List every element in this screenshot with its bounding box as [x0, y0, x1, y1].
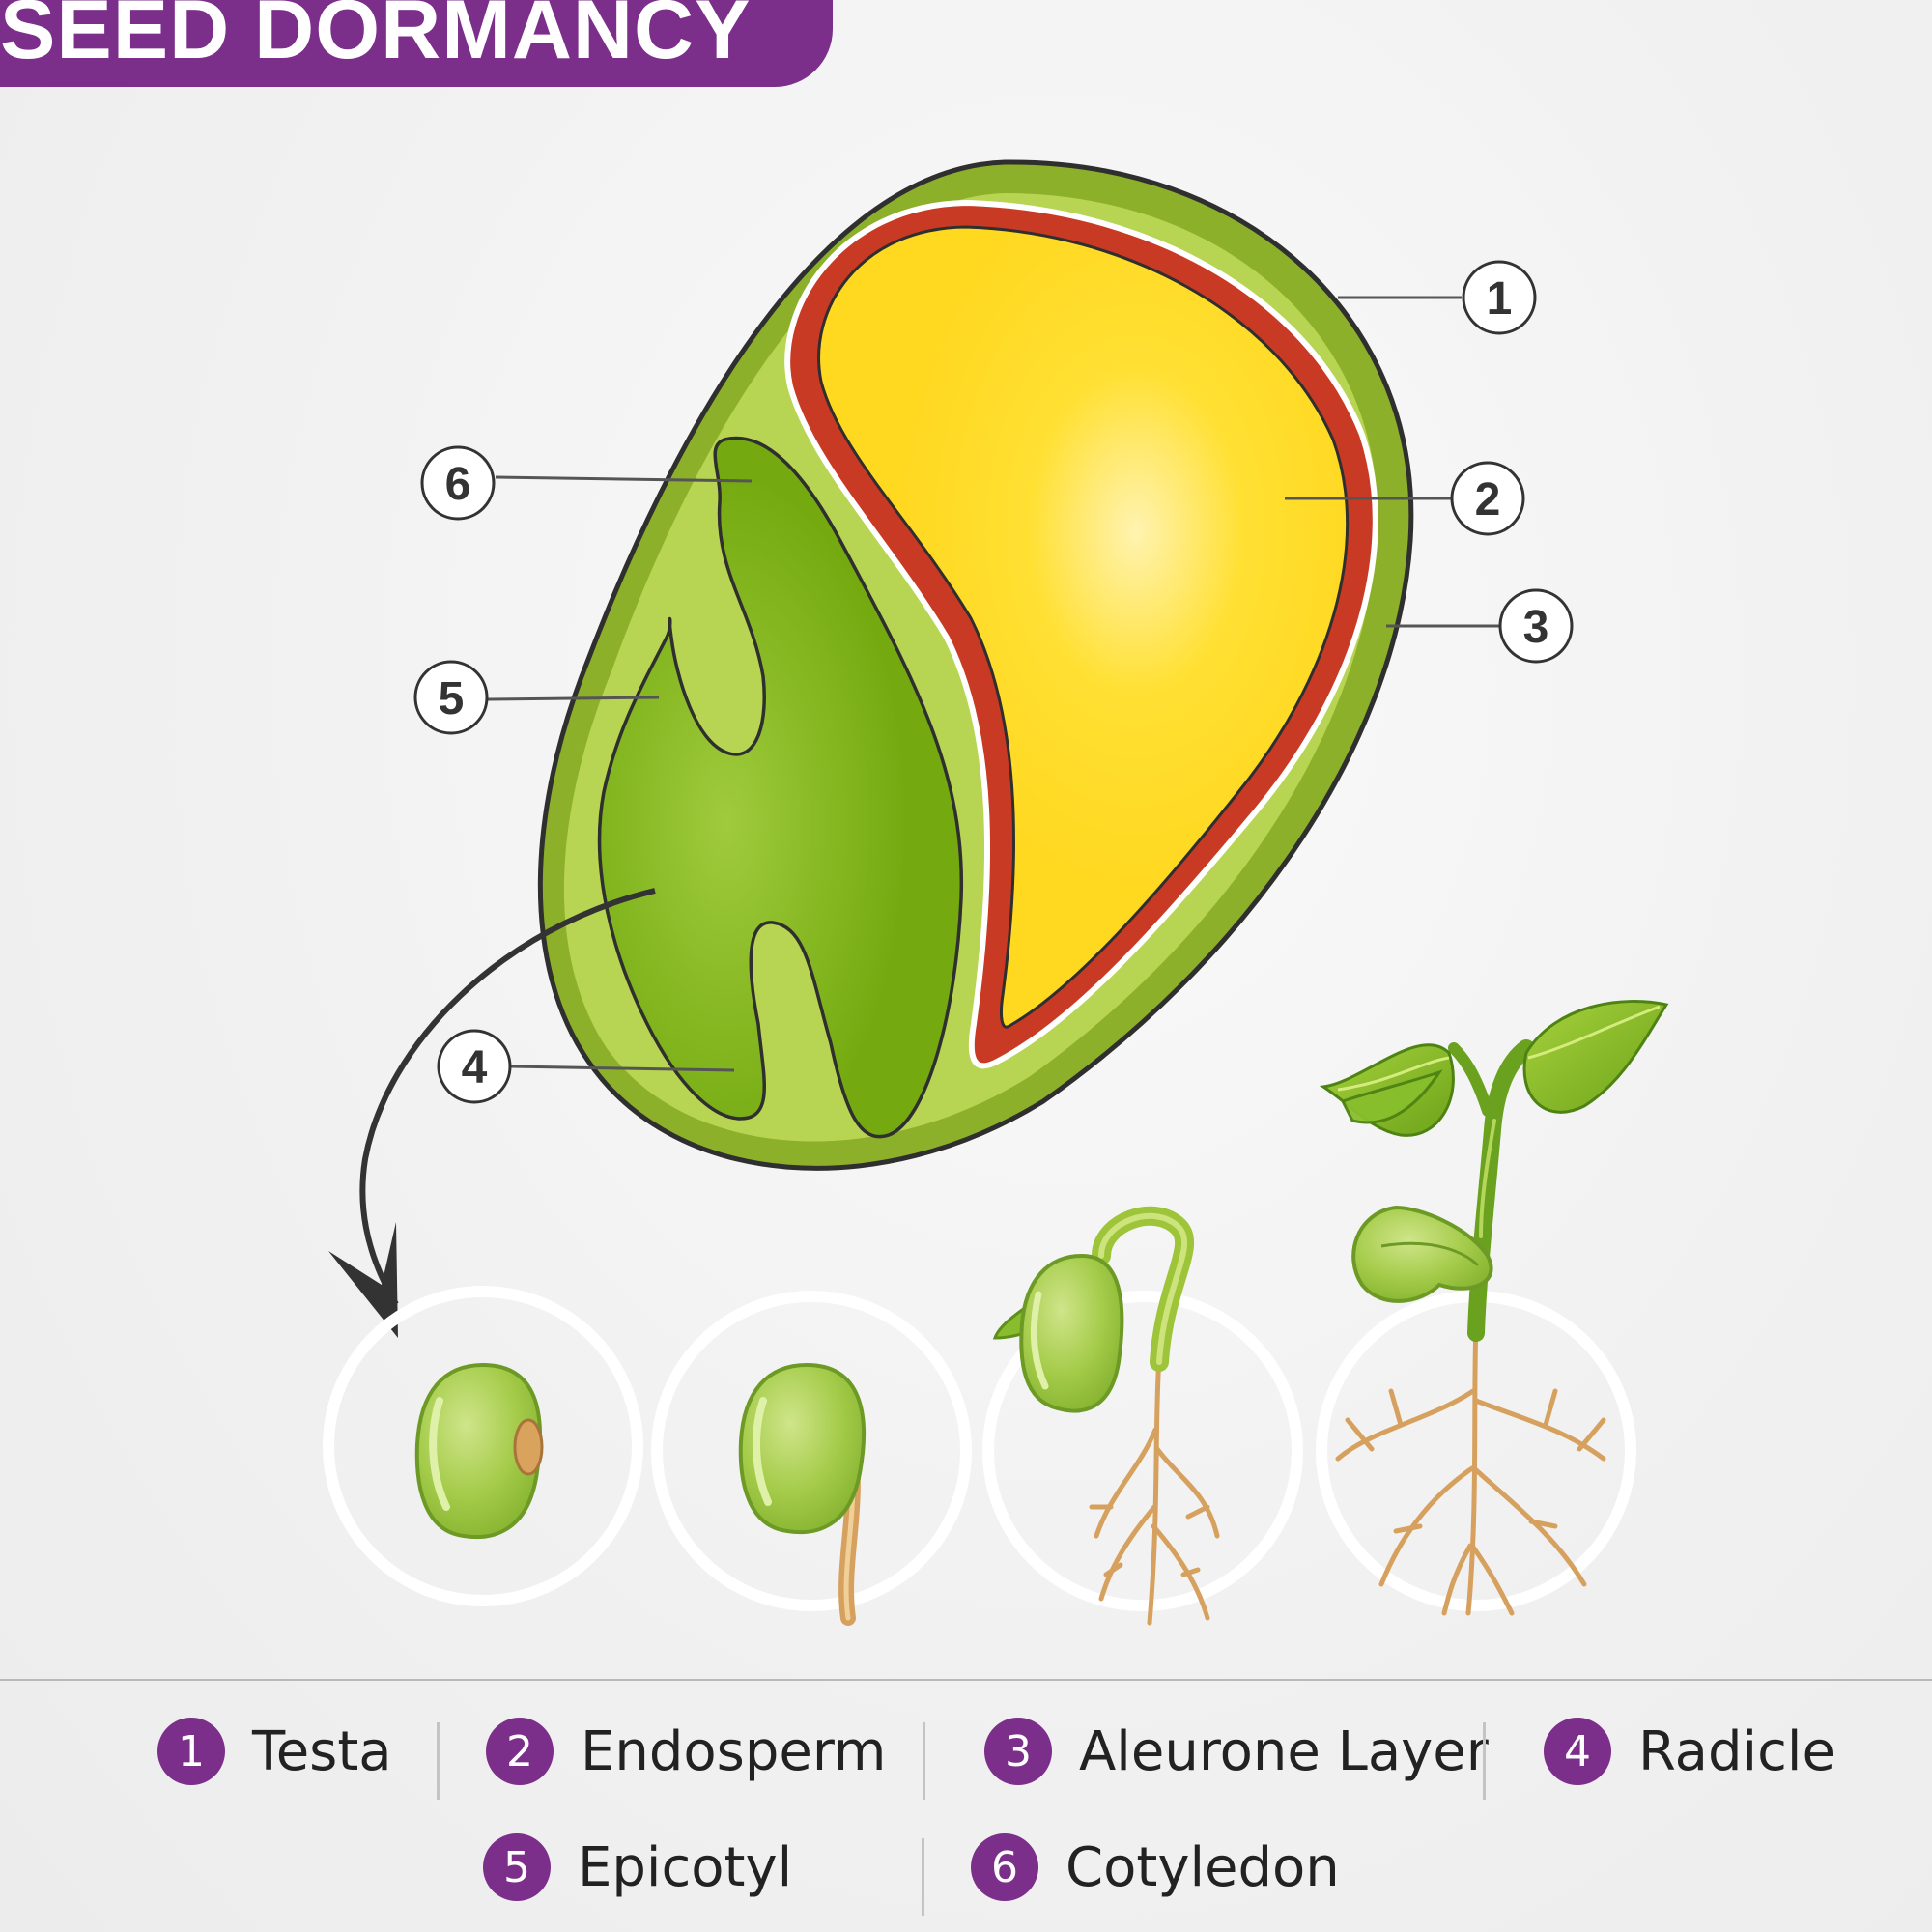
- legend-label: Testa: [252, 1719, 392, 1783]
- legend-label: Aleurone Layer: [1079, 1719, 1489, 1783]
- legend-label: Endosperm: [581, 1719, 887, 1783]
- callout-1-label: 1: [1487, 273, 1513, 325]
- legend-separator: [437, 1722, 440, 1800]
- endosperm: [817, 225, 1350, 1029]
- legend-badge: 5: [483, 1833, 551, 1901]
- legend-separator: [922, 1838, 924, 1916]
- callout-5: 5: [413, 660, 489, 735]
- legend-separator: [923, 1722, 925, 1800]
- callout-1: 1: [1462, 260, 1537, 335]
- callout-4: 4: [437, 1029, 512, 1104]
- legend-item-endosperm: 2 Endosperm: [486, 1718, 886, 1785]
- stage-4-young-plant: [1319, 1000, 1669, 1616]
- curved-arrow: [328, 888, 656, 1338]
- legend-item-radicle: 4 Radicle: [1544, 1718, 1835, 1785]
- legend-divider: [0, 1679, 1932, 1681]
- legend-separator: [1483, 1722, 1486, 1800]
- callout-6: 6: [420, 445, 496, 521]
- title-banner: SEED DORMANCY: [0, 0, 833, 87]
- legend-item-aleurone-layer: 3 Aleurone Layer: [984, 1718, 1489, 1785]
- callout-2: 2: [1450, 461, 1525, 536]
- callout-5-label: 5: [439, 673, 465, 724]
- legend-label: Epicotyl: [578, 1835, 793, 1899]
- legend-label: Cotyledon: [1065, 1835, 1340, 1899]
- legend-badge: 3: [984, 1718, 1052, 1785]
- stage-2-germinating-seed: [738, 1362, 866, 1626]
- legend-label: Radicle: [1638, 1719, 1835, 1783]
- right-leaf: [1522, 1000, 1669, 1114]
- legend-badge: 2: [486, 1718, 554, 1785]
- legend-badge: 4: [1544, 1718, 1611, 1785]
- legend-item-epicotyl: 5 Epicotyl: [483, 1833, 792, 1901]
- stage-3-seedling: [992, 1206, 1220, 1626]
- legend-item-cotyledon: 6 Cotyledon: [971, 1833, 1340, 1901]
- embryo: [597, 436, 964, 1139]
- callout-6-label: 6: [445, 459, 471, 510]
- callout-3: 3: [1498, 588, 1574, 664]
- page-title: SEED DORMANCY: [0, 0, 752, 76]
- callout-2-label: 2: [1475, 474, 1501, 526]
- legend-badge: 1: [157, 1718, 225, 1785]
- stage-1-seed: [414, 1362, 544, 1540]
- seed-cross-section: [537, 159, 1414, 1171]
- legend-badge: 6: [971, 1833, 1038, 1901]
- callout-3-label: 3: [1523, 602, 1549, 653]
- legend-item-testa: 1 Testa: [157, 1718, 392, 1785]
- callout-4-label: 4: [462, 1042, 488, 1094]
- callout-lines: [487, 296, 1500, 1072]
